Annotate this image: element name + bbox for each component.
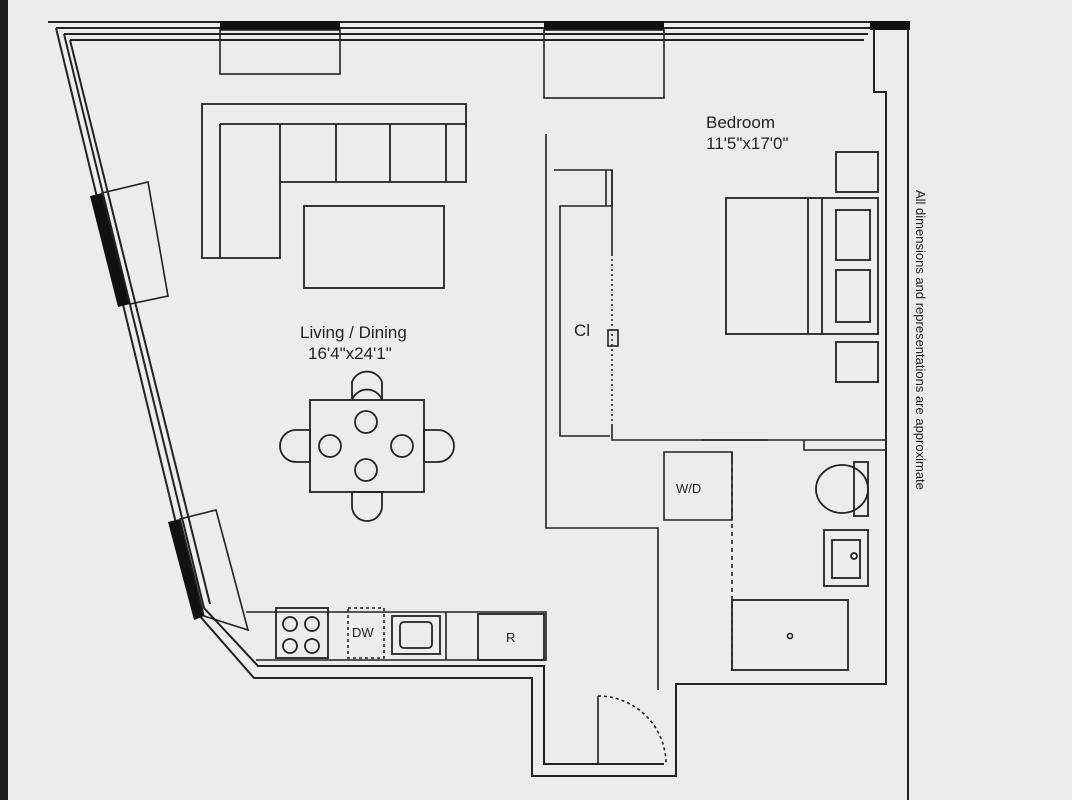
nightstand — [835, 151, 879, 193]
floor-plan: Bedroom 11'5"x17'0" Living / Dining 16'4… — [8, 0, 1072, 800]
window-top-left — [220, 21, 340, 30]
bedroom-furniture — [725, 151, 879, 383]
closet-label: Cl — [574, 321, 590, 340]
bed — [725, 197, 879, 335]
disclaimer-note: All dimensions and representations are a… — [913, 190, 928, 490]
entry-door — [597, 695, 667, 765]
windows — [90, 21, 910, 632]
toilet-tank — [853, 461, 869, 517]
dining-table — [309, 399, 425, 493]
sectional-sofa — [201, 103, 467, 259]
bedroom-name: Bedroom — [706, 113, 775, 132]
living-furniture — [201, 103, 467, 289]
dining-chair — [354, 458, 378, 482]
bath-sink — [823, 529, 869, 587]
refrigerator — [477, 613, 545, 661]
floor-plan-drawing: Bedroom 11'5"x17'0" Living / Dining 16'4… — [48, 21, 928, 800]
dishwasher-label: DW — [352, 625, 374, 640]
bedroom-dims: 11'5"x17'0" — [706, 134, 789, 153]
bathroom — [731, 461, 869, 671]
window-left-upper — [90, 193, 130, 307]
dining-chair — [354, 410, 378, 434]
dining-chair — [390, 434, 414, 458]
coffee-table — [303, 205, 445, 289]
kitchen — [246, 607, 547, 661]
washer-dryer-label: W/D — [676, 481, 701, 496]
dishwasher — [347, 607, 385, 659]
toilet — [815, 464, 869, 514]
window-left-lower — [168, 519, 204, 620]
living-dining-name: Living / Dining — [300, 323, 407, 342]
window-top-mid — [544, 21, 664, 30]
bathtub — [731, 599, 849, 671]
dining-chair — [318, 434, 342, 458]
interior-walls — [545, 134, 886, 690]
dining-set — [279, 370, 455, 522]
refrigerator-label: R — [506, 630, 515, 645]
window-top-right — [870, 21, 910, 30]
kitchen-sink — [391, 615, 441, 655]
nightstand — [835, 341, 879, 383]
room-labels: Bedroom 11'5"x17'0" Living / Dining 16'4… — [300, 113, 789, 645]
living-dining-dims: 16'4"x24'1" — [308, 344, 392, 363]
cooktop — [275, 607, 329, 659]
